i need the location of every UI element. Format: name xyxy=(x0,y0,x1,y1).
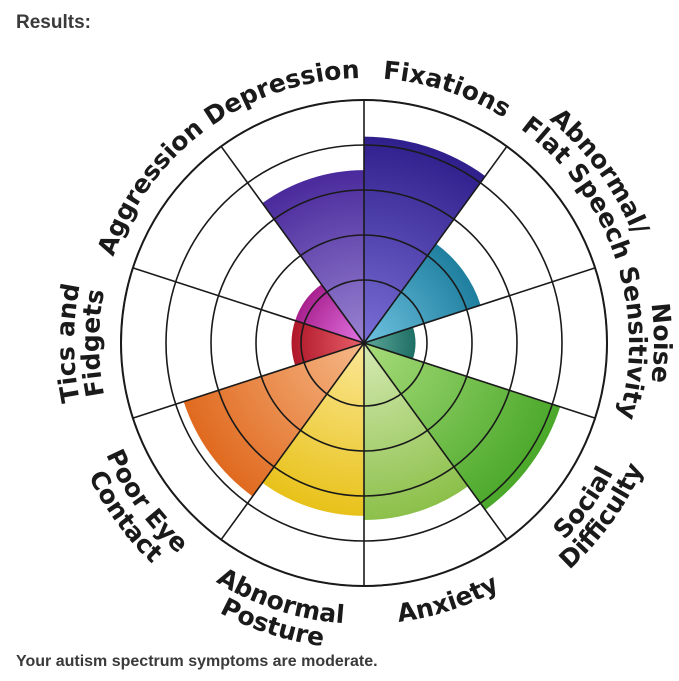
sector-depression xyxy=(262,170,364,343)
sector-abnormal-posture xyxy=(262,343,364,516)
label-noise-sensitivity: Noise xyxy=(645,302,677,385)
sectors-layer xyxy=(183,136,561,521)
grid-spoke xyxy=(363,267,596,344)
grid-spoke xyxy=(132,342,365,419)
label-fixations: Fixations xyxy=(382,56,516,124)
grid-spoke xyxy=(363,145,508,344)
grid-spoke xyxy=(220,342,365,541)
label-noise-sensitivity: Sensitivity xyxy=(613,263,652,423)
sector-poor-eye-contact xyxy=(183,343,364,497)
results-heading: Results: xyxy=(16,12,91,33)
label-depression: Depression xyxy=(199,55,360,131)
grid-layer xyxy=(120,99,608,587)
sector-social-difficulty xyxy=(364,343,561,510)
grid-spoke xyxy=(132,267,365,344)
sector-noise-sensitivity xyxy=(364,327,416,359)
label-aggression: Aggression xyxy=(92,113,209,259)
sector-anxiety xyxy=(364,343,469,521)
label-anxiety: Anxiety xyxy=(395,569,503,628)
sector-fixations xyxy=(364,136,486,343)
grid-spoke xyxy=(363,342,596,419)
grid-spoke xyxy=(220,145,365,344)
sector-tics-and-fidgets xyxy=(291,320,364,366)
sector-abnormal-flat-speech xyxy=(364,243,481,343)
label-tics-and-fidgets: Fidgets xyxy=(76,287,110,399)
sector-aggression xyxy=(295,284,364,343)
summary-text: Your autism spectrum symptoms are modera… xyxy=(16,653,378,670)
grid-spoke xyxy=(363,342,508,541)
grid-outer-ring xyxy=(120,99,608,587)
